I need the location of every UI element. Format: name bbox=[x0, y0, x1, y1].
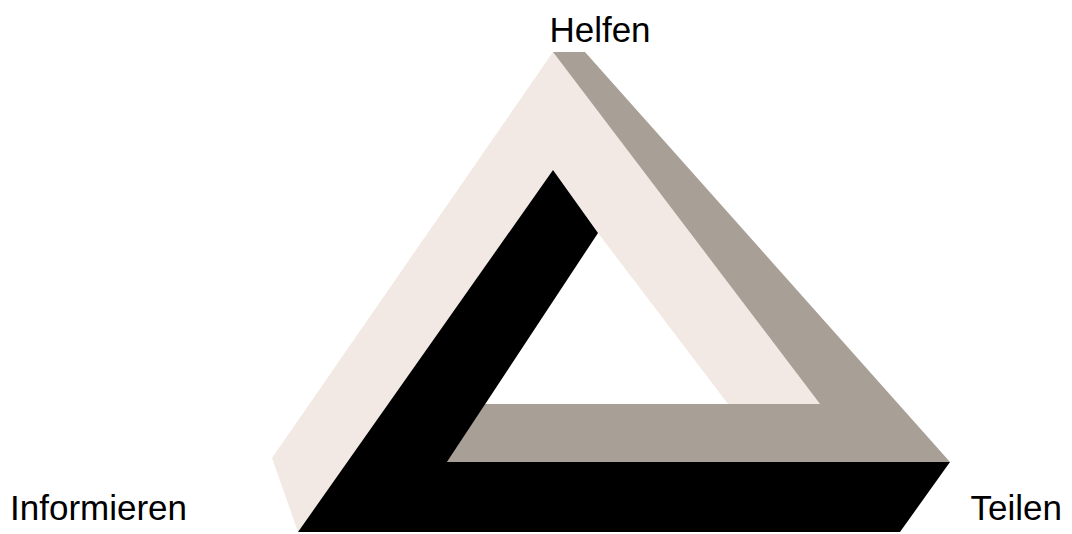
corner-label: Helfen bbox=[549, 10, 650, 50]
corner-label: Informieren bbox=[10, 488, 187, 528]
black-arm bbox=[298, 170, 950, 532]
corner-label: Teilen bbox=[971, 488, 1062, 528]
